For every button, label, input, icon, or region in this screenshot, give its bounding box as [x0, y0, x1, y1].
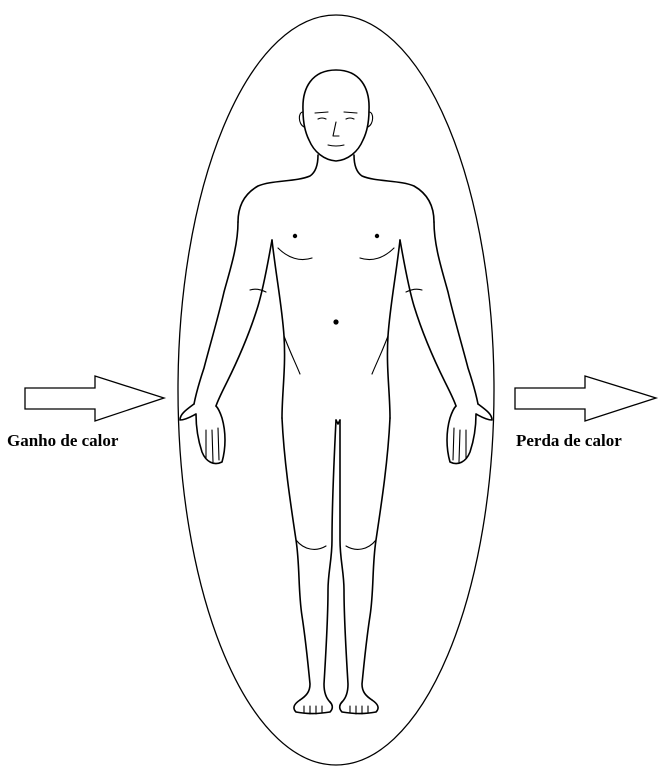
heat-loss-arrow	[515, 376, 656, 421]
heat-loss-label: Perda de calor	[516, 431, 622, 451]
body-boundary-ellipse	[178, 15, 494, 765]
heat-gain-label: Ganho de calor	[7, 431, 118, 451]
human-figure	[180, 70, 492, 714]
heat-gain-arrow	[25, 376, 164, 421]
